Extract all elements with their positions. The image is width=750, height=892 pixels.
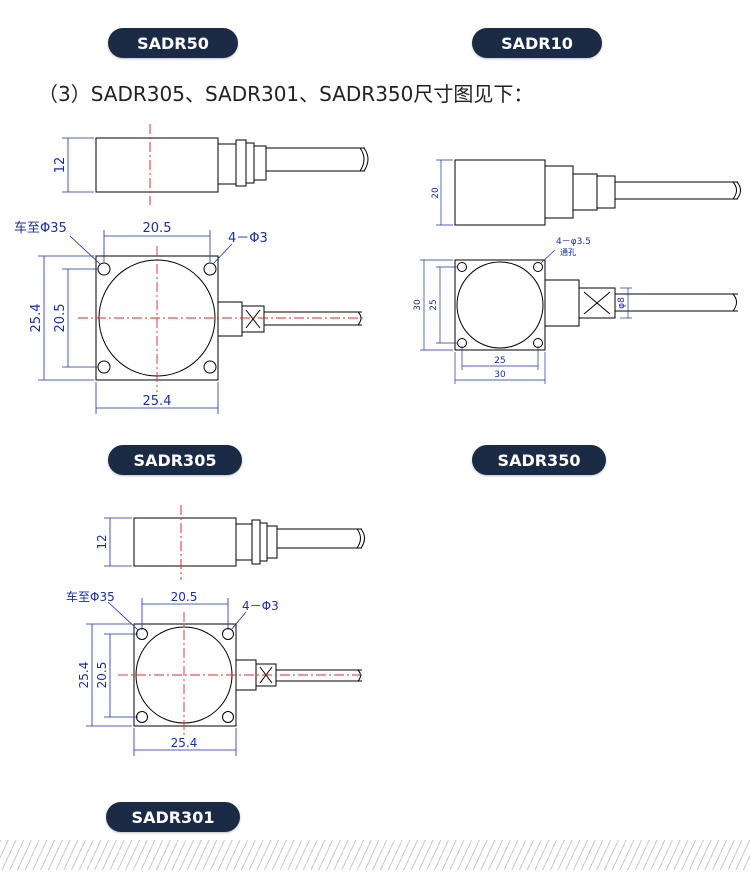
side-view-305 (95, 137, 369, 193)
dim-text-cable-350: φ8 (617, 297, 627, 309)
side-view-301 (133, 517, 365, 567)
dim-text-holes-note-350: 通孔 (560, 247, 576, 257)
section-heading: （3）SADR305、SADR301、SADR350尺寸图见下： (38, 82, 534, 106)
dim-text-holes-301: 4－Φ3 (242, 599, 279, 613)
dim-text-holes-305: 4－Φ3 (228, 231, 268, 246)
dims-front-350 (420, 249, 632, 384)
centerlines-front-301 (118, 612, 365, 738)
dim-text-width-301: 25.4 (171, 736, 198, 750)
dim-height-350 (436, 159, 453, 226)
side-view-350 (454, 159, 741, 226)
dim-text-height-350: 20 (431, 187, 441, 199)
dim-text-outer-350: 30 (413, 299, 423, 311)
model-label-sadr301: SADR301 (106, 802, 240, 832)
dim-text-holes-350: 4－φ3.5 (556, 237, 591, 247)
dim-text-width-305: 25.4 (143, 394, 172, 409)
dim-text-spacing-305: 20.5 (143, 221, 172, 236)
dim-text-turn-301: 车至Φ35 (66, 589, 115, 604)
dim-text-height-305: 12 (53, 157, 68, 174)
dim-text-outer-305: 25.4 (29, 304, 44, 333)
decorative-stripe-band (0, 840, 750, 870)
dim-height-305 (62, 137, 94, 193)
dims-front-305 (38, 230, 233, 414)
model-label-sadr50: SADR50 (108, 28, 238, 58)
dim-text-inner-350: 25 (429, 299, 439, 310)
model-label-sadr350: SADR350 (472, 445, 606, 475)
dim-text-spacing-350: 25 (494, 356, 505, 366)
dim-text-turn-305: 车至Φ35 (14, 220, 67, 236)
dim-text-width-350: 30 (494, 370, 506, 380)
dim-height-301 (104, 517, 132, 567)
dim-text-outer-301: 25.4 (77, 662, 91, 689)
model-label-sadr305: SADR305 (108, 445, 242, 475)
front-view-350 (454, 259, 738, 351)
dim-text-inner-305: 20.5 (53, 304, 68, 333)
dim-text-height-301: 12 (95, 534, 109, 549)
dim-text-inner-301: 20.5 (95, 662, 109, 689)
model-label-sadr10: SADR10 (472, 28, 602, 58)
dim-text-spacing-301: 20.5 (171, 590, 198, 604)
centerlines-front-305 (78, 246, 365, 392)
dims-front-301 (86, 598, 247, 756)
